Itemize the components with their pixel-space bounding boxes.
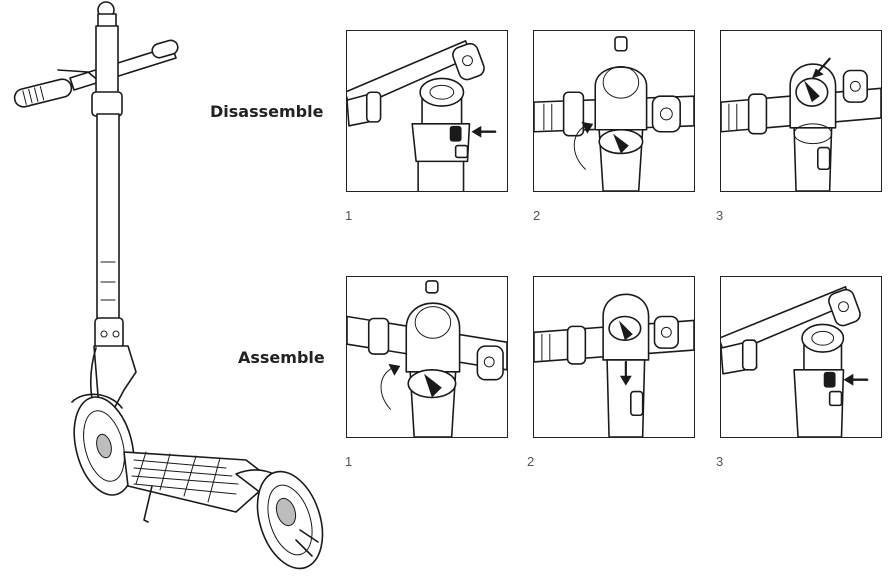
down-arrow-icon (619, 360, 632, 386)
stem-latch-icon (347, 40, 497, 191)
assemble-step-2-number: 2 (527, 454, 535, 469)
assemble-step-3-image (720, 276, 882, 438)
lock-latch-icon (721, 286, 869, 437)
assemble-step-2-image (533, 276, 695, 438)
scooter-icon (13, 1, 324, 570)
assemble-step-1-image (346, 276, 508, 438)
disassemble-step-2-image (533, 30, 695, 192)
insert-handlebar-icon (534, 293, 694, 437)
remove-handlebar-icon (721, 57, 881, 191)
assemble-heading: Assemble (238, 348, 325, 367)
assemble-step-3-number: 3 (716, 454, 724, 469)
scooter-illustration (0, 0, 340, 575)
disassemble-step-3-image (720, 30, 882, 192)
disassemble-step-3-number: 3 (716, 208, 724, 223)
disassemble-step-2-number: 2 (533, 208, 541, 223)
push-arrow-icon (843, 373, 869, 386)
disassemble-step-1-number: 1 (345, 208, 353, 223)
disassemble-heading: Disassemble (210, 102, 324, 121)
open-cap-icon (534, 36, 694, 191)
push-arrow-icon (471, 125, 497, 138)
disassemble-step-1-image (346, 30, 508, 192)
assemble-step-1-number: 1 (345, 454, 353, 469)
align-handlebar-icon (347, 280, 507, 437)
